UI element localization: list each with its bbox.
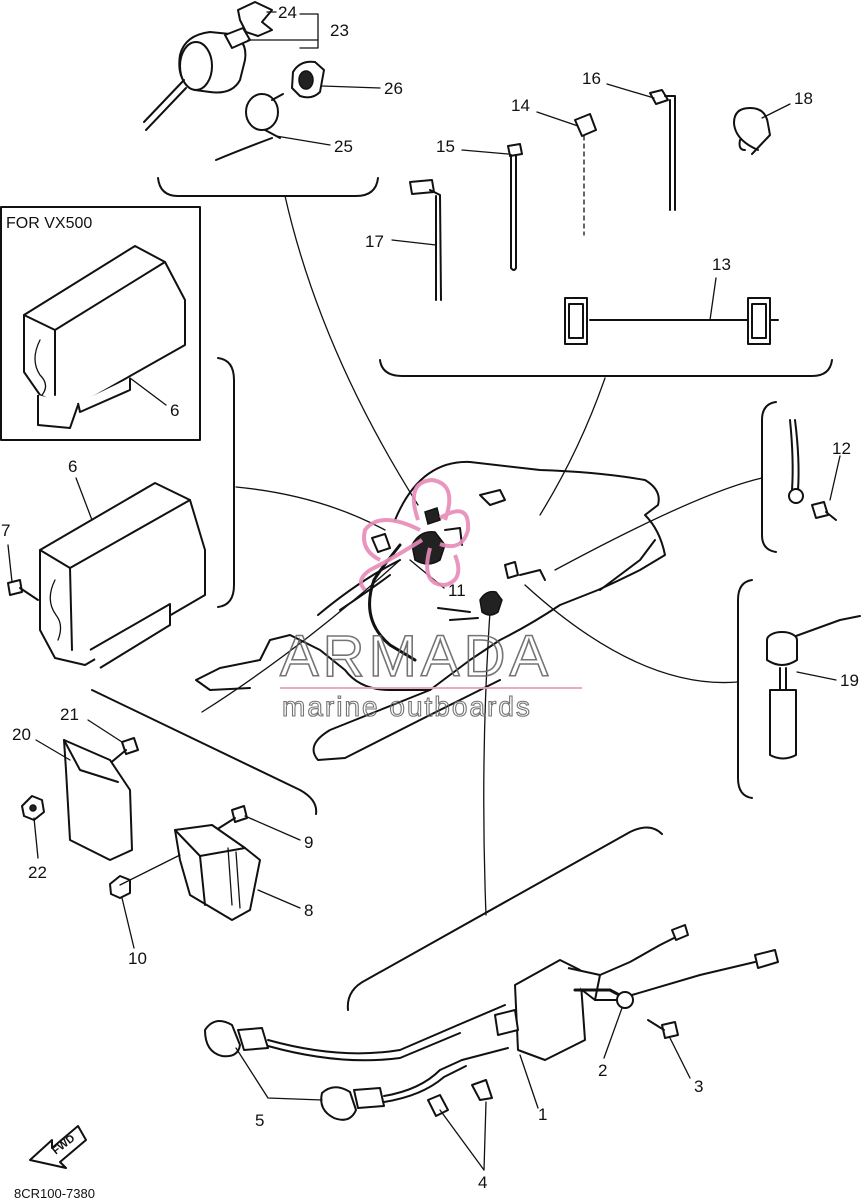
callout-8: 8 <box>304 901 313 920</box>
fwd-arrow-icon: FWD <box>29 1125 87 1169</box>
callout-7: 7 <box>1 521 10 540</box>
callout-5: 5 <box>255 1111 264 1130</box>
inset-vx500: FOR VX500 <box>0 206 201 441</box>
armada-logo-icon <box>359 477 471 592</box>
switch-cap-part <box>291 60 325 99</box>
bolt-part-3 <box>647 1019 679 1039</box>
callout-13: 13 <box>712 255 731 274</box>
inset-label: FOR VX500 <box>6 215 92 232</box>
callout-9: 9 <box>304 833 313 852</box>
key-switch-part <box>143 1 273 131</box>
callout-14: 14 <box>511 96 530 115</box>
ecu-part-6 <box>39 482 206 669</box>
ecu-inset-part <box>23 245 186 429</box>
stop-switch-part <box>215 93 284 161</box>
callout-25: 25 <box>334 137 353 156</box>
callout-16: 16 <box>582 69 601 88</box>
callout-22: 22 <box>28 863 47 882</box>
callout-1: 1 <box>538 1105 547 1124</box>
bolt-part-9 <box>215 805 248 831</box>
callout-26: 26 <box>384 79 403 98</box>
callout-18: 18 <box>794 89 813 108</box>
band-part-17 <box>409 179 442 301</box>
callout-21: 21 <box>60 705 79 724</box>
callout-leaders <box>7 11 841 1171</box>
callout-4: 4 <box>478 1173 487 1192</box>
holder-part-14 <box>574 113 597 236</box>
watermark-brand: ARMADA <box>280 624 552 689</box>
armada-watermark: ARMADA marine outboards <box>279 477 582 723</box>
nut-part-10 <box>109 875 131 899</box>
regulator-part-8 <box>174 824 261 921</box>
callout-17: 17 <box>365 232 384 251</box>
drawing-code: 8CR100-7380 <box>14 1186 95 1201</box>
watermark-tagline: marine outboards <box>282 691 532 722</box>
callout-24: 24 <box>278 3 297 22</box>
callout-6: 6 <box>68 457 77 476</box>
clamp-part-4 <box>427 1079 493 1117</box>
bolt-part-7 <box>7 579 39 601</box>
sensor-part-12 <box>788 419 837 521</box>
callout-2: 2 <box>598 1061 607 1080</box>
band-part-16 <box>649 89 676 211</box>
callout-20: 20 <box>12 725 31 744</box>
callout-labels: 24 23 26 25 16 14 18 15 17 13 6 6 7 12 1… <box>1 3 859 1192</box>
callout-3: 3 <box>694 1077 703 1096</box>
plug-cap-part-5 <box>204 1020 467 1121</box>
callout-19: 19 <box>840 671 859 690</box>
bolt-part-21 <box>107 737 139 766</box>
ignition-coil-part-1 <box>457 924 779 1061</box>
callout-15: 15 <box>436 137 455 156</box>
clamp-part-18 <box>733 107 771 155</box>
callout-12: 12 <box>832 439 851 458</box>
leader-lines <box>201 195 763 916</box>
sensor-part-19 <box>766 615 861 760</box>
wire-lead-part-13 <box>564 297 779 345</box>
callout-11: 11 <box>448 581 466 600</box>
nut-part-22 <box>21 795 45 821</box>
band-part-15 <box>507 143 523 271</box>
callout-10: 10 <box>128 949 147 968</box>
group-brackets <box>91 177 833 1011</box>
module-part-20 <box>63 739 133 861</box>
callout-6-inset: 6 <box>170 401 179 420</box>
callout-23: 23 <box>330 21 349 40</box>
inset-frame <box>0 206 201 441</box>
